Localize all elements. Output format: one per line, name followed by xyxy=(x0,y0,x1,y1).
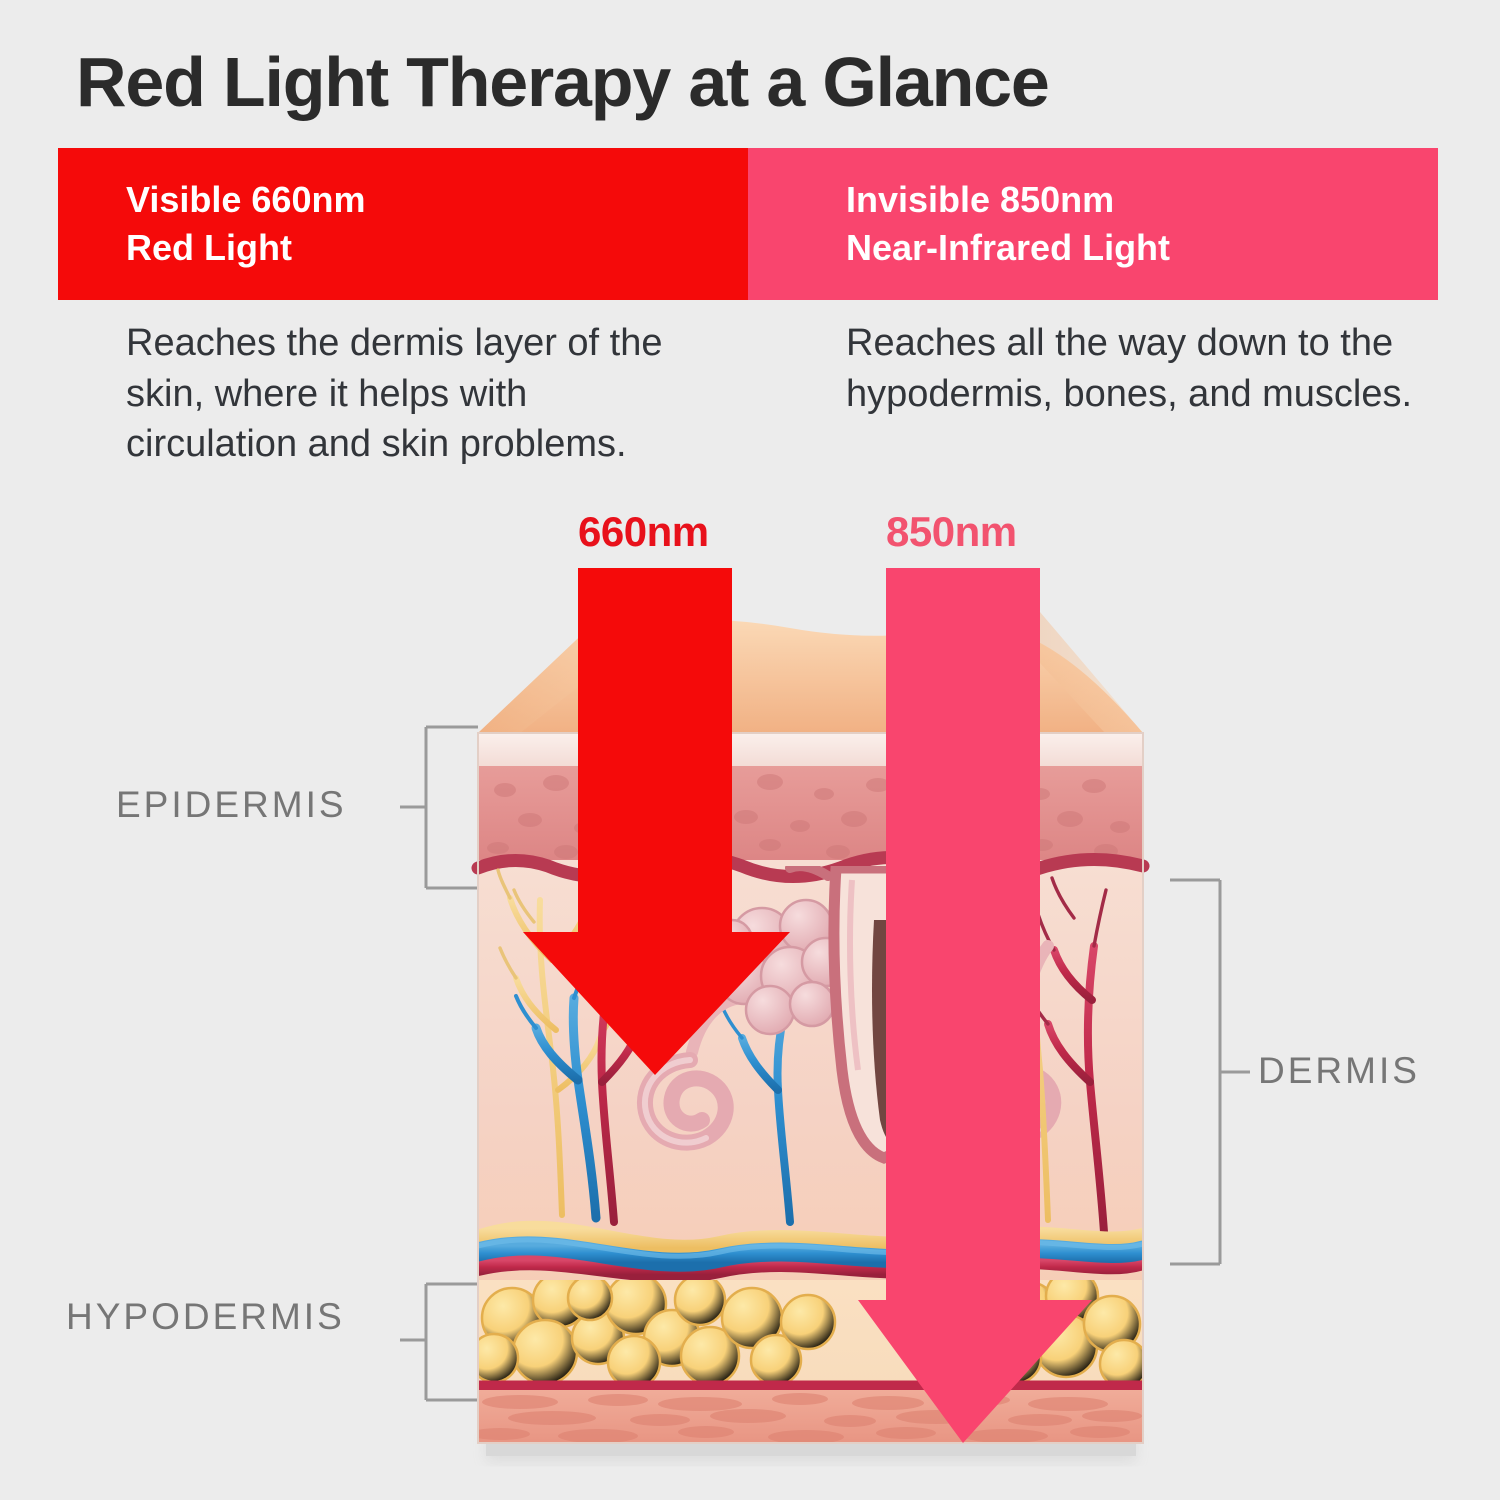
header-right-line2: Near-Infrared Light xyxy=(846,227,1171,268)
skin-surface-top xyxy=(478,612,1143,733)
layer-label-dermis: DERMIS xyxy=(1258,1050,1420,1091)
bracket-epidermis xyxy=(400,725,478,890)
header-bar-right-text: Invisible 850nm Near-Infrared Light xyxy=(846,176,1170,271)
header-left-line1: Visible 660nm xyxy=(126,179,366,221)
header-bar-visible-red: Visible 660nm Red Light xyxy=(58,148,748,300)
deep-vessel-bundle xyxy=(478,1220,1143,1283)
header-right-line1: Invisible 850nm xyxy=(846,179,1115,221)
layer-label-epidermis: EPIDERMIS xyxy=(116,784,347,825)
layer-label-hypodermis: HYPODERMIS xyxy=(66,1296,345,1337)
arrow-660nm xyxy=(523,568,790,1075)
bracket-hypodermis xyxy=(400,1282,478,1402)
description-visible-red: Reaches the dermis layer of the skin, wh… xyxy=(126,322,663,466)
header-bar-near-infrared: Invisible 850nm Near-Infrared Light xyxy=(748,148,1438,300)
page-title: Red Light Therapy at a Glance xyxy=(76,43,1050,121)
epidermis-layer xyxy=(478,766,1143,877)
header-bar-left-text: Visible 660nm Red Light xyxy=(126,176,365,271)
stratum-corneum-layer xyxy=(478,733,1143,766)
arrow-850nm xyxy=(858,568,1092,1443)
wavelength-label-660nm: 660nm xyxy=(578,508,709,555)
bracket-dermis xyxy=(1170,878,1250,1266)
header-left-line2: Red Light xyxy=(126,227,292,268)
description-near-infrared: Reaches all the way down to the hypoderm… xyxy=(846,322,1413,415)
wavelength-label-850nm: 850nm xyxy=(886,508,1017,555)
